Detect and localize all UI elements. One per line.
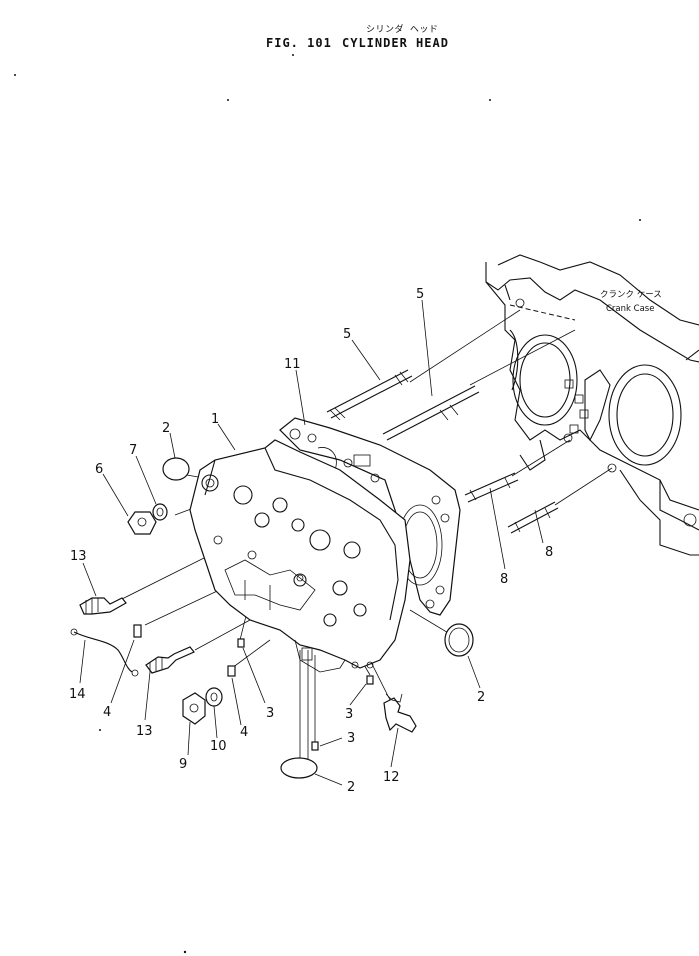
crank-case-jp-label: クランク ケース: [600, 290, 662, 300]
small-parts: [127, 457, 474, 779]
callout-5: 5: [343, 327, 351, 342]
leader-lines: [79, 299, 544, 786]
callout-6: 6: [95, 462, 103, 477]
callout-14: 14: [69, 687, 86, 702]
callout-9: 9: [179, 757, 187, 772]
figure-title: CYLINDER HEAD: [342, 36, 449, 50]
callout-5: 5: [416, 287, 424, 302]
callout-10: 10: [210, 739, 227, 754]
crank-case-label: Crank Case: [606, 304, 654, 314]
callout-7: 7: [129, 443, 137, 458]
callout-8: 8: [500, 572, 508, 587]
callout-4: 4: [103, 705, 111, 720]
callout-13: 13: [136, 724, 153, 739]
figure-number: FIG. 101: [266, 36, 332, 50]
callout-8: 8: [545, 545, 553, 560]
callout-3: 3: [347, 731, 355, 746]
cylinder-head-block: [189, 439, 411, 673]
callouts: 2 1 7 6 5 5 11 13 14 4 13 9 10 4 3 3 3 2…: [69, 287, 553, 795]
fittings: [70, 597, 417, 733]
studs: [326, 369, 559, 534]
callout-1: 1: [211, 412, 219, 427]
callout-13: 13: [70, 549, 87, 564]
callout-3: 3: [266, 706, 274, 721]
callout-3: 3: [345, 707, 353, 722]
callout-2: 2: [477, 690, 485, 705]
crank-case-illustration: クランク ケース Crank Case: [485, 254, 699, 556]
head-gasket: [279, 417, 461, 616]
callout-2: 2: [347, 780, 355, 795]
japanese-title: シリンダ ヘッド: [366, 25, 439, 35]
scan-specks: [14, 54, 641, 954]
callout-11: 11: [284, 357, 301, 372]
callout-2: 2: [162, 421, 170, 436]
callout-12: 12: [383, 770, 400, 785]
callout-4: 4: [240, 725, 248, 740]
